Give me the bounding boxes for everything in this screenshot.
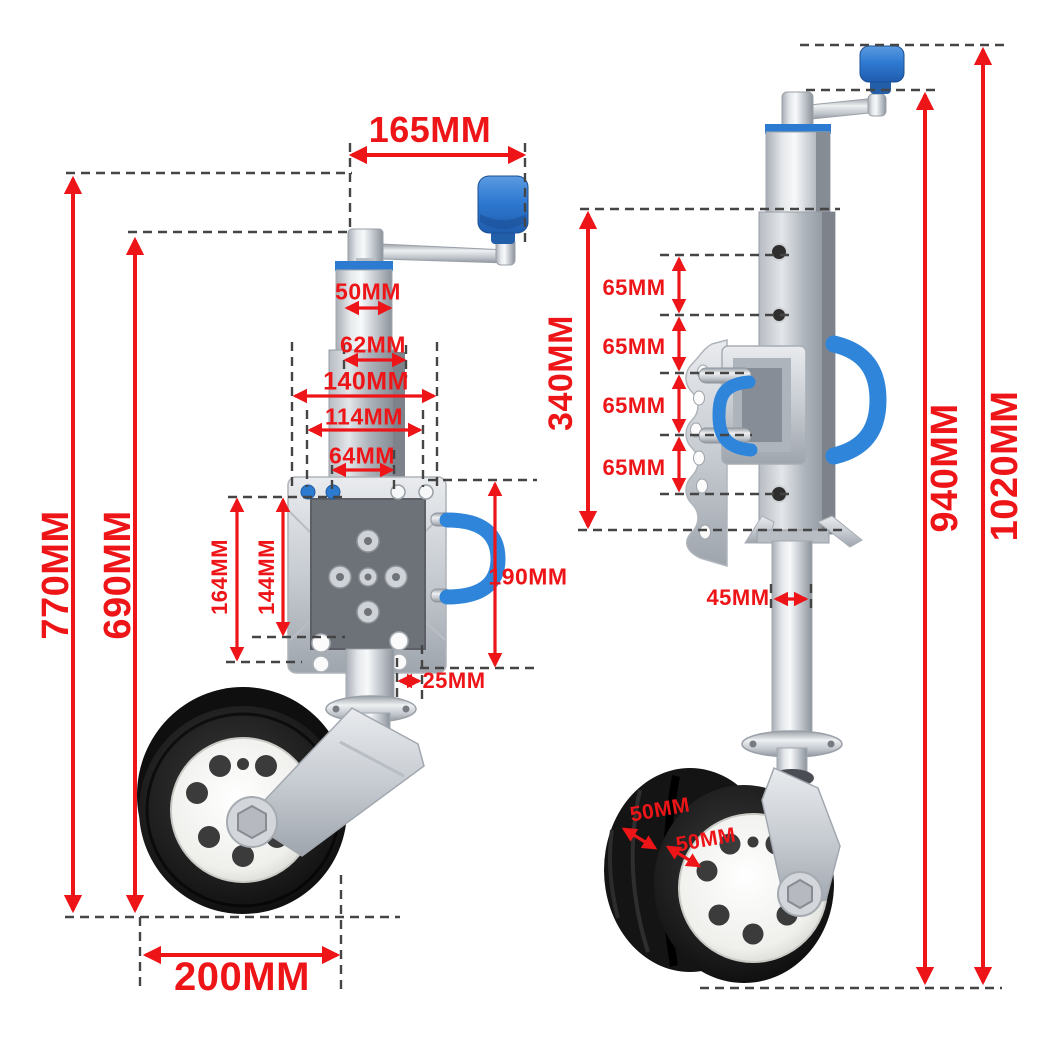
lower-leg-side [741, 515, 863, 787]
dim-label-tube-face-width: 64MM [329, 442, 395, 469]
wheel-fork-side [761, 766, 841, 909]
dim-label-handle-length: 165MM [368, 109, 492, 150]
dim-label-outer-tube-width: 62MM [340, 331, 406, 358]
dim-label-hole-spacing-4: 65MM [602, 455, 666, 480]
dim-label-inner-tube-width: 50MM [335, 278, 401, 305]
blue-band [335, 261, 393, 271]
dim-label-wheel-diameter: 200MM [174, 955, 310, 999]
plate-bolts [328, 529, 408, 624]
dim-label-clamp-height: 190MM [488, 563, 568, 590]
dim-label-hole-spacing-2: 65MM [602, 334, 666, 359]
big-blue-handle [825, 335, 887, 465]
dim-label-plate-hole-span-height: 164MM [207, 539, 232, 615]
dim-label-extended-height: 940MM [924, 403, 966, 533]
dimension-annotations [63, 43, 1008, 992]
dim-label-body-height: 690MM [97, 510, 139, 640]
dim-50-wheel-rear [621, 827, 658, 850]
dim-label-hole-spacing-3: 65MM [602, 393, 666, 418]
dim-label-hole-spacing-1: 65MM [602, 275, 666, 300]
crank-knob-side [859, 45, 905, 94]
dim-label-overall-height-right: 1020MM [984, 390, 1026, 542]
wheel-side [604, 766, 841, 983]
dim-label-plate-hole-span-width: 114MM [325, 403, 403, 430]
dim-label-overall-height-left: 770MM [35, 510, 77, 640]
dim-label-plate-inner-height: 144MM [254, 539, 279, 615]
dim-label-plate-width: 140MM [323, 367, 409, 396]
dim-label-plate-offset: 25MM [422, 668, 486, 693]
dim-50-wheel-front [665, 845, 702, 868]
crank-knob [477, 175, 529, 244]
mounting-plate [287, 476, 447, 674]
left-figure-front-view [137, 175, 529, 914]
small-blue-handle [712, 375, 758, 457]
dim-label-inner-tube-diameter: 45MM [706, 585, 770, 610]
crank-handle-side [781, 91, 887, 131]
dim-label-outer-tube-length: 340MM [542, 315, 580, 431]
wheel-fork [226, 707, 425, 857]
right-figure-side-view [604, 45, 905, 983]
